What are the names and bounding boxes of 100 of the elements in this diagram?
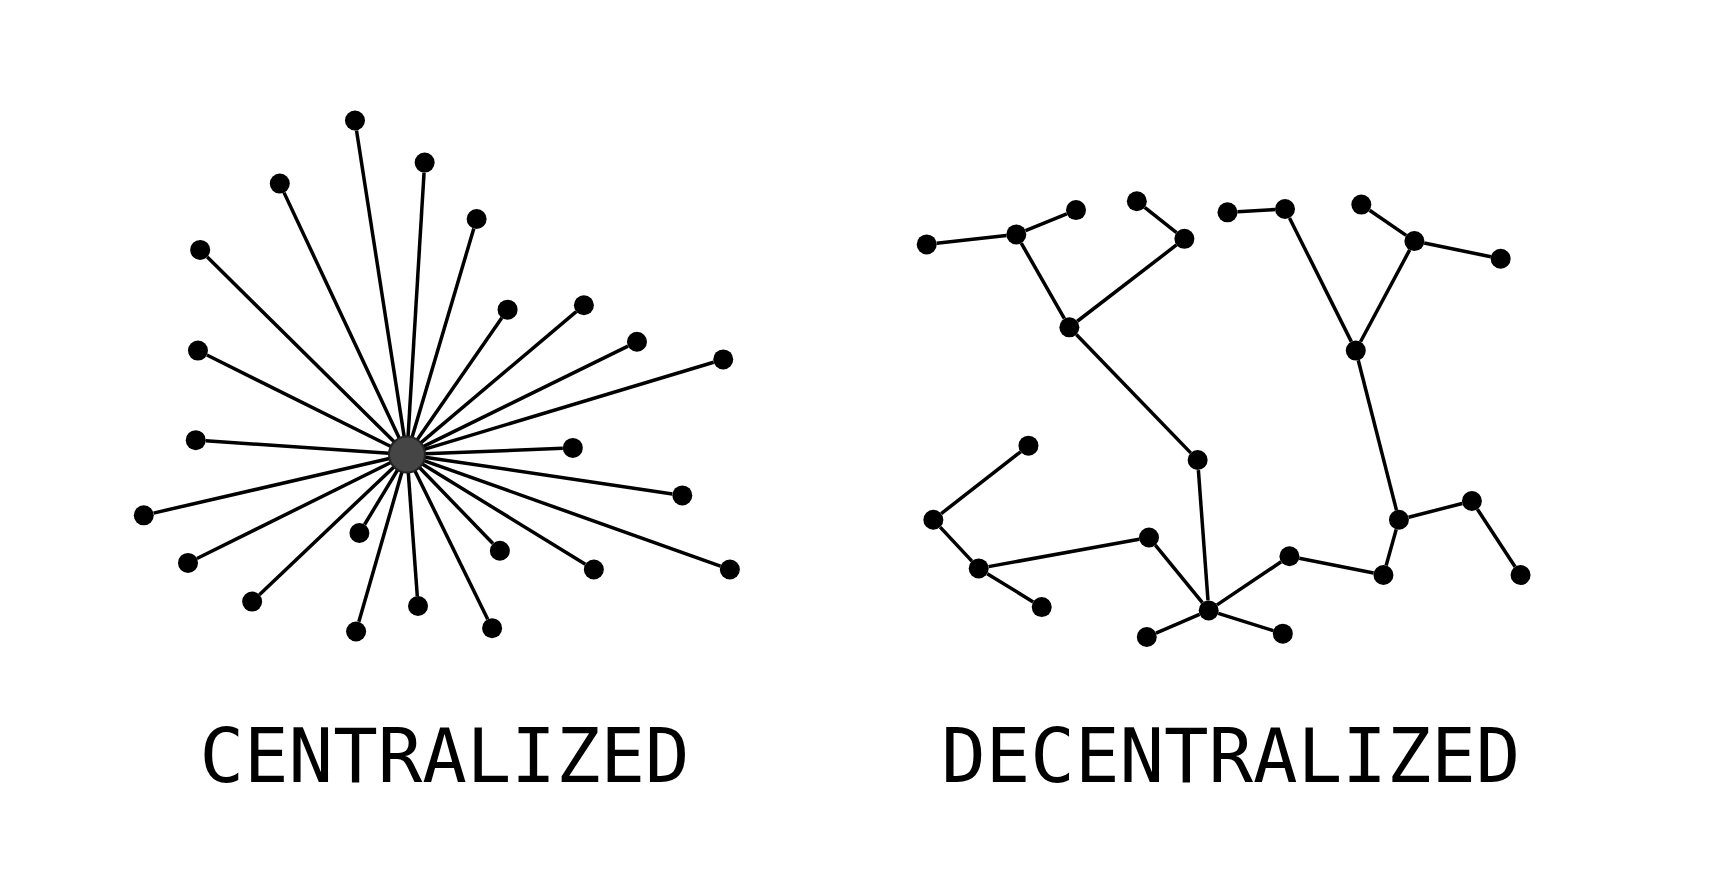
connector-line (1024, 212, 1068, 233)
network-node (1351, 194, 1372, 215)
network-node (562, 437, 583, 458)
network-node (1198, 600, 1219, 621)
network-node (178, 552, 198, 573)
network-node (497, 299, 518, 320)
connector-line (1075, 333, 1192, 455)
connector-line (354, 130, 406, 437)
connector-line (1358, 249, 1412, 343)
network-node (672, 485, 693, 506)
network-node (242, 591, 263, 612)
network-node (466, 208, 487, 229)
connector-line (424, 455, 673, 496)
connector-line (1237, 207, 1276, 214)
connector-line (418, 466, 495, 545)
network-node (583, 559, 604, 580)
network-node (923, 509, 944, 530)
network-node (1490, 248, 1511, 269)
connector-line (422, 344, 629, 449)
connector-line (206, 255, 396, 444)
network-node (1345, 340, 1366, 361)
network-node (719, 559, 740, 580)
connector-line (424, 446, 563, 456)
network-node (1461, 490, 1482, 511)
network-node (968, 558, 989, 579)
connector-line (357, 471, 404, 623)
connector-line (988, 537, 1140, 569)
network-node (269, 173, 290, 194)
connector-line (423, 458, 722, 568)
connector-line (1287, 217, 1353, 343)
network-node (1272, 623, 1293, 644)
connector-line (413, 469, 490, 620)
network-node (414, 152, 435, 173)
network-node (187, 340, 208, 361)
connector-line (423, 360, 715, 451)
network-node (916, 234, 937, 255)
network-node (1404, 231, 1425, 252)
network-node (185, 430, 206, 451)
network-node (1275, 199, 1295, 219)
network-node (1279, 546, 1300, 567)
connector-line (1019, 242, 1066, 320)
connector-line (1155, 612, 1201, 635)
network-node (482, 618, 503, 639)
connector-line (936, 233, 1007, 246)
connector-line (986, 572, 1035, 604)
connector-line (1423, 241, 1492, 259)
network-node (408, 596, 428, 616)
network-node (1139, 527, 1159, 548)
connector-line (415, 316, 504, 441)
network-node (1388, 509, 1409, 530)
connector-line (196, 460, 392, 560)
network-node (627, 331, 647, 352)
network-type-label: DECENTRALIZED (941, 718, 1521, 793)
network-node (1187, 450, 1208, 471)
connector-line (1143, 206, 1178, 235)
connector-line (406, 172, 426, 437)
network-node (1066, 200, 1086, 221)
connector-line (1298, 556, 1374, 575)
network-node (1018, 435, 1039, 456)
network-node (1373, 565, 1394, 586)
network-node (1136, 627, 1157, 647)
connector-line (421, 462, 587, 566)
network-node (1031, 597, 1052, 618)
network-node (1059, 317, 1080, 338)
network-node (573, 295, 594, 316)
connector-line (1384, 528, 1398, 566)
network-node (489, 540, 510, 561)
network-node (1174, 228, 1195, 249)
connector-line (363, 469, 400, 526)
hub-node (387, 435, 426, 474)
network-node (133, 505, 154, 526)
connector-line (205, 439, 390, 456)
network-node (1006, 224, 1027, 245)
network-node (1126, 191, 1147, 212)
connector-line (1356, 359, 1399, 511)
connector-line (1408, 501, 1463, 519)
connector-line (1475, 508, 1517, 568)
connector-line (410, 228, 476, 438)
network-node (1217, 202, 1238, 223)
connector-line (1153, 544, 1204, 604)
connector-line (206, 353, 392, 449)
connector-line (938, 525, 974, 563)
connector-line (282, 191, 401, 439)
connector-line (1368, 208, 1408, 237)
connector-line (940, 450, 1022, 515)
connector-line (1217, 611, 1274, 633)
network-node (349, 523, 370, 544)
network-node (190, 239, 211, 260)
connector-line (153, 456, 390, 515)
network-node (1510, 565, 1531, 586)
connector-line (406, 472, 420, 597)
network-node (346, 621, 367, 642)
network-type-label: CENTRALIZED (199, 718, 690, 793)
network-node (713, 349, 734, 370)
connector-line (1216, 560, 1283, 607)
connector-line (1196, 469, 1210, 601)
connector-line (258, 465, 396, 596)
connector-line (1076, 243, 1178, 323)
connector-line (419, 310, 578, 445)
network-node (345, 110, 365, 131)
